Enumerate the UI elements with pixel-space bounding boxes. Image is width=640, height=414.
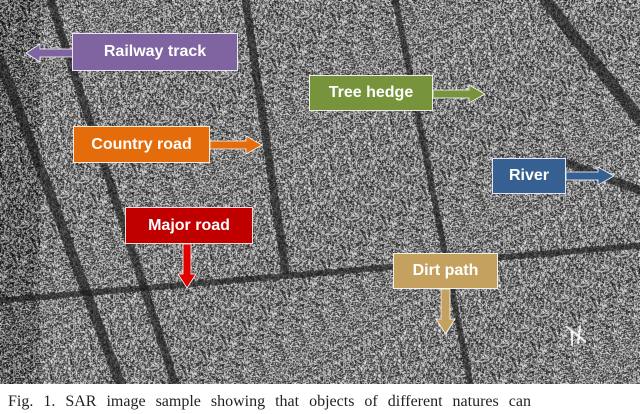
dirt-path-label: Dirt path xyxy=(393,253,498,289)
figure-caption: Fig. 1. SAR image sample showing that ob… xyxy=(8,393,640,414)
tree-hedge-label: Tree hedge xyxy=(309,75,433,111)
tree-hedge-arrow-shape xyxy=(432,84,486,104)
sar-figure: Railway track Tree hedge Country road Ri… xyxy=(0,0,640,384)
country-road-arrow-shape xyxy=(209,135,263,155)
railway-track-label: Railway track xyxy=(72,33,238,71)
major-road-label: Major road xyxy=(125,207,253,244)
left-arrow-icon xyxy=(25,43,75,63)
country-road-label: Country road xyxy=(73,126,210,163)
river-label: River xyxy=(492,158,566,194)
right-arrow-icon xyxy=(209,135,263,155)
down-arrow-icon xyxy=(177,243,197,289)
caption-text: Fig. 1. SAR image sample showing that ob… xyxy=(8,393,531,410)
down-arrow-icon xyxy=(435,288,456,335)
right-arrow-icon xyxy=(432,84,486,104)
river-arrow-shape xyxy=(565,166,615,186)
right-arrow-icon xyxy=(565,166,615,186)
major-road-arrow-shape xyxy=(177,243,197,289)
dirt-path-arrow-shape xyxy=(435,288,456,335)
railway-arrow-shape xyxy=(25,43,75,63)
